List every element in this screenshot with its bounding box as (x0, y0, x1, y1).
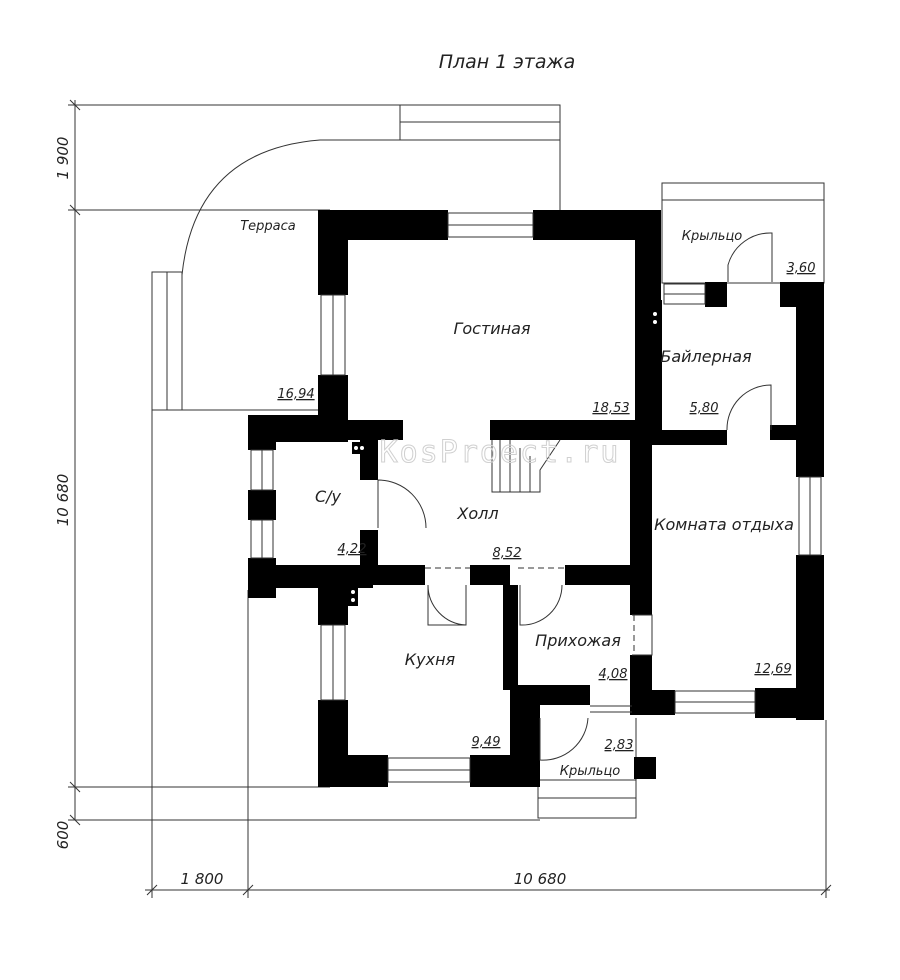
room-name-hall: Холл (456, 504, 498, 523)
dim-bottom-left: 1 800 (181, 870, 224, 888)
staircase (491, 439, 561, 493)
fixtures (348, 310, 660, 606)
terrace-outline (151, 104, 561, 420)
room-name-kitchen: Кухня (405, 650, 456, 669)
dim-bottom-main: 10 680 (514, 870, 567, 888)
room-area-bathroom: 4,22 (338, 542, 367, 557)
dim-left-bottom: 600 (54, 821, 72, 850)
room-name-boiler: Байлерная (660, 347, 752, 366)
room-name-porch-top: Крыльцо (682, 229, 743, 244)
room-area-porch-top: 3,60 (787, 261, 816, 276)
room-name-bathroom: С/у (315, 487, 342, 506)
room-area-terrace: 16,94 (277, 387, 314, 402)
doors (377, 232, 773, 761)
room-name-terrace: Терраса (240, 219, 296, 234)
room-area-living: 18,53 (592, 401, 629, 416)
room-name-porch-bottom: Крыльцо (560, 764, 621, 779)
plan-title: План 1 этажа (439, 51, 576, 73)
room-name-entry: Прихожая (535, 631, 621, 650)
dim-left-top: 1 900 (54, 137, 72, 180)
room-area-entry: 4,08 (599, 667, 628, 682)
room-area-rest: 12,69 (754, 662, 791, 677)
dimension-lines (68, 99, 832, 898)
porch-outlines (537, 182, 825, 819)
room-name-living: Гостиная (453, 319, 530, 338)
room-area-boiler: 5,80 (690, 401, 719, 416)
room-area-porch-bottom: 2,83 (605, 738, 634, 753)
room-area-kitchen: 9,49 (472, 735, 501, 750)
watermark: KosProect.ru (380, 435, 621, 470)
room-name-rest: Комната отдыха (654, 515, 794, 534)
dim-left-main: 10 680 (54, 474, 72, 527)
room-area-hall: 8,52 (493, 546, 522, 561)
windows (250, 212, 822, 783)
walls (248, 210, 824, 787)
room-labels: Терраса 16,94 Гостиная 18,53 Крыльцо 3,6… (240, 219, 815, 779)
